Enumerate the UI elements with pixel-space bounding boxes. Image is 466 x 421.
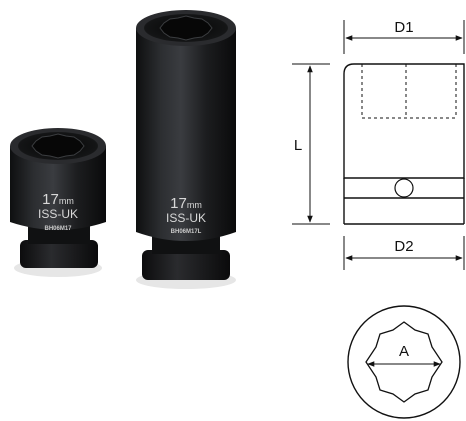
deep-socket-brand-mark: ISS-UK	[166, 211, 206, 225]
deep-impact-socket: 17mm ISS-UK BH06M17L	[136, 10, 236, 289]
d1-label: D1	[394, 19, 413, 36]
short-socket-part-code: BH06M17	[44, 226, 72, 232]
deep-socket-body	[136, 28, 236, 241]
deep-socket-drive-end	[142, 250, 230, 280]
end-view-dimension-drawing	[347, 305, 461, 419]
short-socket-size-mark: 17mm	[42, 191, 74, 208]
deep-socket-part-code: BH06M17L	[171, 229, 202, 235]
pin-hole	[394, 178, 414, 198]
short-socket-brand-mark: ISS-UK	[38, 207, 78, 221]
a-label: A	[399, 343, 409, 360]
short-socket-drive-end	[20, 240, 98, 268]
short-socket-body	[10, 146, 106, 230]
d2-label: D2	[394, 238, 413, 255]
short-impact-socket: 17mm ISS-UK BH06M17	[10, 128, 106, 277]
side-view-dimension-drawing	[292, 20, 465, 270]
l-label: L	[294, 137, 302, 154]
twelve-point-bore	[365, 321, 443, 403]
socket-outer-circle	[347, 305, 461, 419]
deep-socket-size-mark: 17mm	[170, 195, 202, 212]
